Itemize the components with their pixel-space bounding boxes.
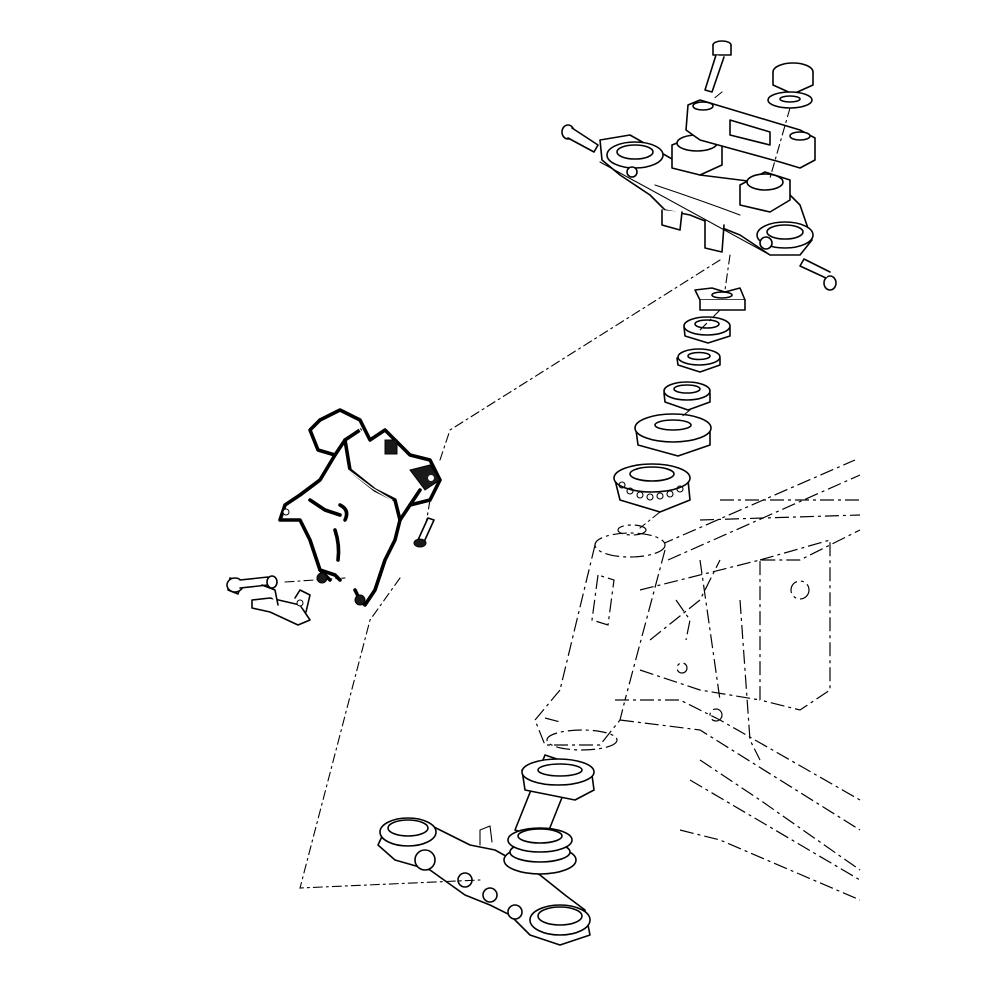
frame-outline	[615, 459, 861, 901]
lock-washer	[694, 287, 746, 311]
clamp-bolt-top	[704, 40, 732, 93]
headlight-stay-bracket	[278, 408, 442, 607]
upper-bearing	[613, 463, 691, 513]
clip-bracket	[251, 584, 311, 626]
pinch-bolt-left	[561, 124, 599, 153]
lower-triple-clamp	[377, 817, 591, 946]
bracket-bolt	[413, 517, 435, 548]
ring-nut-upper	[683, 316, 731, 344]
assembly-lines	[284, 91, 791, 889]
dust-cover	[634, 413, 712, 457]
frame-head-pipe	[534, 524, 666, 751]
steering-stem-nut	[767, 62, 814, 109]
side-bolt	[226, 575, 278, 595]
pinch-bolt-right	[799, 258, 837, 291]
lower-bearing	[507, 758, 595, 853]
rubber-washer	[676, 348, 721, 373]
ring-nut-lower	[663, 381, 711, 411]
handlebar-clamp	[685, 99, 816, 169]
